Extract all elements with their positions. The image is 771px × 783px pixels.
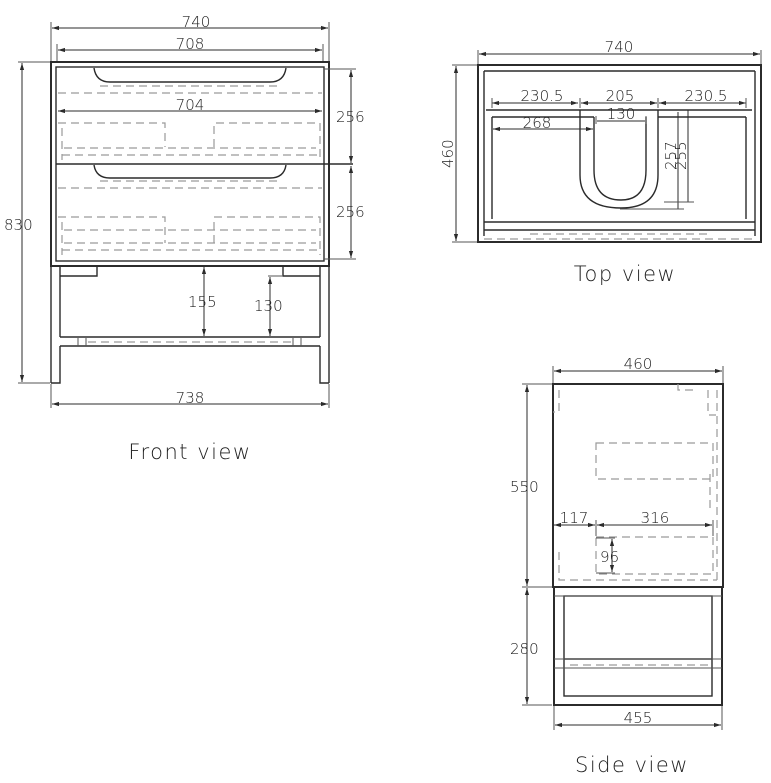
dim-front-overall-width: 740 bbox=[50, 13, 330, 62]
svg-text:205: 205 bbox=[606, 87, 635, 105]
dim-side-top-depth: 460 bbox=[552, 355, 724, 384]
svg-text:708: 708 bbox=[176, 35, 205, 53]
dim-front-shelf-height: 155 bbox=[188, 267, 217, 336]
side-view-caption: Side view bbox=[575, 753, 689, 777]
svg-text:704: 704 bbox=[176, 96, 205, 114]
front-view: 740 708 704 bbox=[4, 13, 365, 464]
dim-side-base-depth: 455 bbox=[553, 706, 723, 730]
dim-top-overall-width: 740 bbox=[477, 38, 762, 66]
dim-side-handle-offset: 117 bbox=[554, 509, 597, 536]
handle-bottom-drawer bbox=[93, 164, 287, 179]
top-view-caption: Top view bbox=[574, 262, 676, 286]
svg-text:268: 268 bbox=[523, 114, 552, 132]
dim-front-overall-height: 830 bbox=[4, 61, 50, 384]
svg-text:830: 830 bbox=[4, 216, 33, 234]
svg-text:230.5: 230.5 bbox=[685, 87, 728, 105]
dim-side-base-height: 280 bbox=[510, 588, 552, 706]
svg-text:740: 740 bbox=[182, 13, 211, 31]
front-base-frame bbox=[50, 266, 330, 384]
dim-front-drawer-top-height: 256 bbox=[324, 68, 365, 163]
svg-text:256: 256 bbox=[336, 108, 365, 126]
handle-top-drawer bbox=[93, 67, 287, 83]
dim-front-shelf-clear-height: 130 bbox=[254, 275, 283, 336]
dim-front-base-width: 738 bbox=[50, 384, 330, 408]
svg-text:280: 280 bbox=[510, 640, 539, 658]
svg-text:255: 255 bbox=[672, 141, 690, 170]
svg-text:117: 117 bbox=[560, 509, 589, 527]
top-cabinet-outline bbox=[477, 64, 762, 243]
basin-cutout bbox=[486, 109, 752, 219]
dim-front-inner-width: 708 bbox=[56, 35, 324, 62]
svg-text:257: 257 bbox=[662, 141, 680, 170]
svg-text:460: 460 bbox=[624, 355, 653, 373]
svg-text:316: 316 bbox=[641, 509, 670, 527]
svg-text:455: 455 bbox=[624, 709, 653, 727]
dim-side-cabinet-height: 550 bbox=[510, 383, 552, 588]
svg-text:740: 740 bbox=[605, 38, 634, 56]
svg-text:230.5: 230.5 bbox=[521, 87, 564, 105]
dim-top-cutout-width: 130 bbox=[595, 105, 647, 124]
side-base-frame bbox=[553, 586, 723, 706]
dim-side-handle-length: 316 bbox=[597, 509, 714, 536]
side-view: 460 117 316 96 550 bbox=[510, 355, 724, 777]
dim-side-handle-height: 96 bbox=[596, 537, 619, 574]
svg-text:460: 460 bbox=[439, 139, 457, 168]
svg-text:550: 550 bbox=[510, 478, 539, 496]
top-view: 740 230.5 205 bbox=[439, 38, 762, 286]
dim-front-drawer-width: 704 bbox=[58, 96, 322, 114]
dim-front-drawer-bottom-height: 256 bbox=[324, 166, 365, 260]
svg-text:130: 130 bbox=[607, 105, 636, 123]
dim-top-segments: 230.5 205 230.5 bbox=[491, 87, 747, 108]
svg-text:96: 96 bbox=[600, 548, 619, 566]
dim-top-left-inner: 268 bbox=[493, 114, 593, 132]
svg-text:738: 738 bbox=[176, 389, 205, 407]
dim-top-depth: 460 bbox=[439, 64, 477, 243]
side-cabinet-body bbox=[552, 383, 724, 588]
svg-text:256: 256 bbox=[336, 203, 365, 221]
front-view-caption: Front view bbox=[128, 440, 251, 464]
svg-text:155: 155 bbox=[188, 293, 217, 311]
svg-text:130: 130 bbox=[254, 297, 283, 315]
dim-top-cutout-depth: 257 255 bbox=[620, 110, 694, 210]
